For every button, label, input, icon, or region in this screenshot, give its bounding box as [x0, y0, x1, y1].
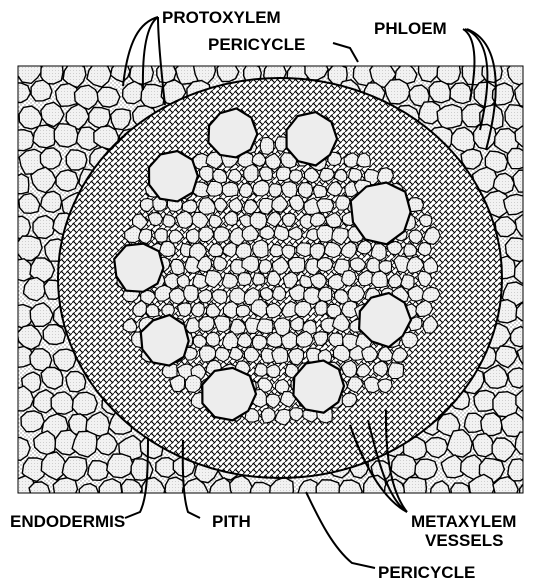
label-metaxylem-line2: VESSELS [425, 531, 503, 550]
cortex-cell [165, 477, 184, 497]
cortex-cell [43, 325, 65, 345]
cortex-cell [130, 60, 154, 84]
label-pericycle-top: PERICYCLE [208, 35, 305, 54]
cortex-cell [21, 411, 44, 432]
pith-cell [257, 319, 273, 334]
cortex-cell [9, 174, 29, 194]
pith-cell [259, 167, 272, 181]
pith-cell [317, 199, 334, 213]
pith-cell [348, 285, 365, 302]
cortex-cell [429, 81, 450, 103]
cortex-cell [339, 480, 362, 503]
pith-cell [253, 240, 268, 258]
cortex-cell [66, 371, 86, 391]
pith-cell [187, 229, 200, 244]
pith-cell [260, 226, 275, 239]
cortex-cell [12, 259, 33, 281]
pith-cell [372, 271, 388, 287]
metaxylem-vessel [149, 151, 198, 201]
cortex-cell [97, 87, 120, 107]
label-pith: PITH [212, 512, 251, 531]
cortex-cell [507, 149, 529, 169]
pith-cell [272, 287, 285, 301]
label-phloem: PHLOEM [374, 19, 447, 38]
pith-cell [317, 258, 333, 272]
pith-cell [163, 215, 176, 228]
cortex-cell [404, 477, 427, 499]
cortex-cell [508, 459, 530, 481]
label-endodermis: ENDODERMIS [10, 512, 125, 531]
pith-cell [253, 273, 265, 285]
cortex-cell [33, 216, 55, 239]
pith-cell [146, 305, 159, 317]
pith-cell [260, 137, 274, 154]
cortex-cell [437, 105, 463, 129]
label-metaxylem-line1: METAXYLEM [411, 512, 516, 531]
cortex-cell [72, 392, 97, 415]
cortex-cell [131, 459, 153, 480]
metaxylem-vessel [293, 361, 344, 413]
pith-cell [276, 167, 291, 181]
pith-cell [184, 286, 199, 303]
cortex-cell [107, 454, 134, 478]
cortex-cell [515, 432, 536, 455]
pith-cell [259, 260, 272, 274]
cortex-cell [482, 60, 502, 83]
pith-cell [238, 273, 252, 286]
cortex-cell [217, 62, 239, 81]
cortex-cell [450, 83, 471, 104]
cortex-cell [305, 59, 328, 80]
cortex-cell [511, 326, 530, 346]
cortex-cell [40, 148, 61, 169]
pith-cell [317, 225, 334, 242]
cortex-cell [66, 150, 87, 170]
cortex-cell [316, 480, 341, 505]
pith-cell [418, 242, 431, 256]
pith-cell [206, 332, 219, 346]
pith-cell [288, 257, 305, 273]
pericycle-top-leader [333, 43, 358, 62]
metaxylem-vessel [114, 244, 163, 292]
pith-cell [222, 273, 238, 288]
cortex-cell [56, 170, 78, 191]
pith-cell [222, 182, 238, 196]
cortex-cell [385, 79, 411, 104]
pith-cell [236, 305, 250, 317]
pith-cell [214, 227, 230, 242]
cortex-cell [29, 482, 50, 502]
pith-cell [155, 229, 168, 243]
pith-cell [171, 259, 185, 274]
pith-cell [342, 393, 357, 407]
cortex-cell [10, 130, 34, 151]
cortex-cell [88, 461, 109, 481]
tissue-block [7, 58, 536, 505]
label-pericycle-bottom: PERICYCLE [378, 563, 475, 582]
pith-cell [267, 365, 280, 378]
cortex-cell [33, 125, 56, 148]
pith-cell [367, 258, 381, 273]
pith-cell [388, 363, 404, 379]
cortex-cell [53, 478, 77, 502]
pith-cell [139, 229, 152, 244]
pith-cell [319, 168, 334, 181]
cortex-cell [9, 83, 31, 103]
cortex-cell [51, 392, 74, 414]
cortex-cell [54, 124, 78, 147]
cortex-cell [481, 413, 502, 436]
cortex-cell [9, 216, 30, 239]
label-protoxylem: PROTOXYLEM [162, 8, 281, 27]
pith-cell [315, 301, 327, 316]
pith-cell [272, 347, 288, 363]
pith-cell [185, 375, 201, 392]
pith-cell [199, 316, 215, 331]
cortex-cell [99, 479, 122, 504]
cortex-cell [415, 459, 437, 479]
pith-cell [269, 184, 282, 198]
pericycle-bottom-leader [306, 492, 375, 568]
pith-cell [255, 364, 268, 377]
pith-cell [313, 185, 327, 198]
cortex-cell [513, 170, 536, 192]
